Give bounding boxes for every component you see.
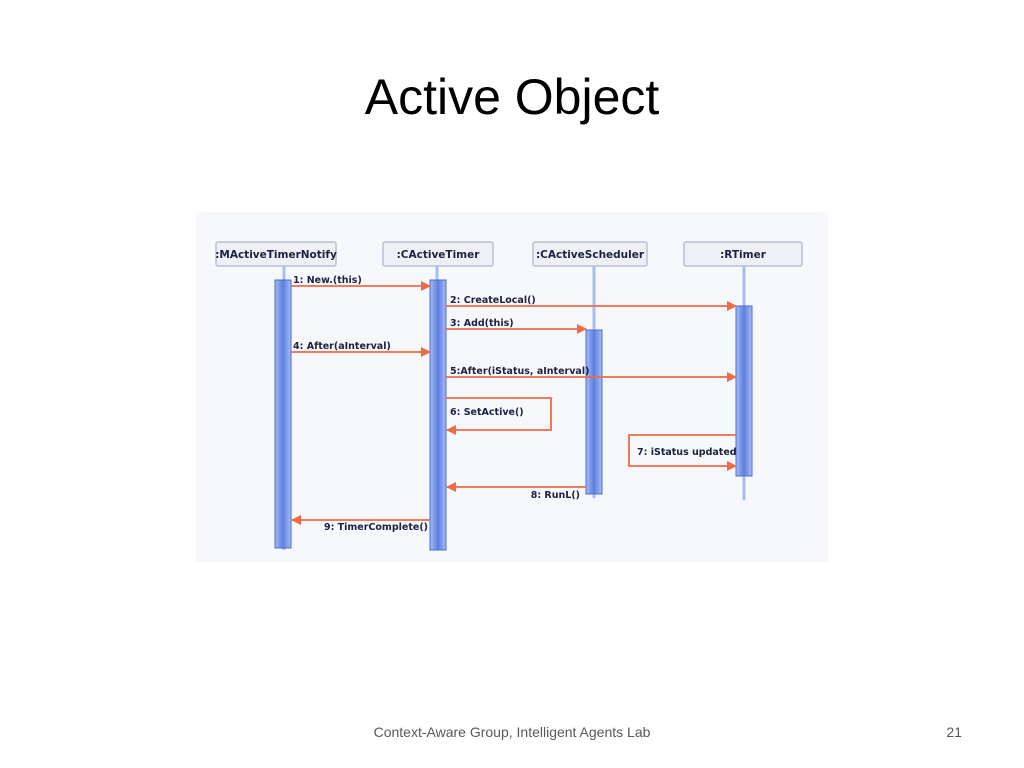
activation-bar-timer — [429, 279, 447, 551]
message-arrow-6 — [446, 397, 552, 435]
activation-bar-notify — [274, 279, 292, 549]
slide-footer: Context-Aware Group, Intelligent Agents … — [373, 724, 651, 740]
activation-bar-rtimer — [735, 305, 753, 477]
message-label-9: 9: TimerComplete() — [324, 522, 428, 533]
message-label-8: 8: RunL() — [531, 490, 580, 501]
activation-bar-sched — [585, 329, 603, 495]
lifeline-label-notify: :MActiveTimerNotify — [215, 249, 337, 261]
lifeline-label-sched: :CActiveScheduler — [536, 249, 645, 261]
message-label-3: 3: Add(this) — [450, 318, 514, 329]
lifeline-header-notify: :MActiveTimerNotify — [215, 241, 337, 267]
message-label-4: 4: After(aInterval) — [293, 341, 391, 352]
slide-title: Active Object — [364, 69, 660, 125]
message-label-7: 7: iStatus updated — [637, 447, 737, 458]
message-label-2: 2: CreateLocal() — [450, 295, 536, 306]
lifeline-label-timer: :CActiveTimer — [397, 249, 481, 261]
lifeline-label-rtimer: :RTimer — [720, 249, 767, 261]
lifeline-header-rtimer: :RTimer — [683, 241, 803, 267]
message-label-6: 6: SetActive() — [450, 407, 524, 418]
message-arrow-7 — [628, 434, 737, 471]
message-label-1: 1: New.(this) — [293, 275, 362, 286]
sequence-diagram: :MActiveTimerNotify :CActiveTimer :CActi… — [196, 212, 828, 562]
slide-number: 21 — [946, 724, 962, 740]
lifeline-header-timer: :CActiveTimer — [382, 241, 494, 267]
lifeline-header-sched: :CActiveScheduler — [532, 241, 648, 267]
message-label-5: 5:After(iStatus, aInterval) — [450, 366, 589, 377]
sequence-diagram-canvas: :MActiveTimerNotify :CActiveTimer :CActi… — [215, 241, 803, 551]
